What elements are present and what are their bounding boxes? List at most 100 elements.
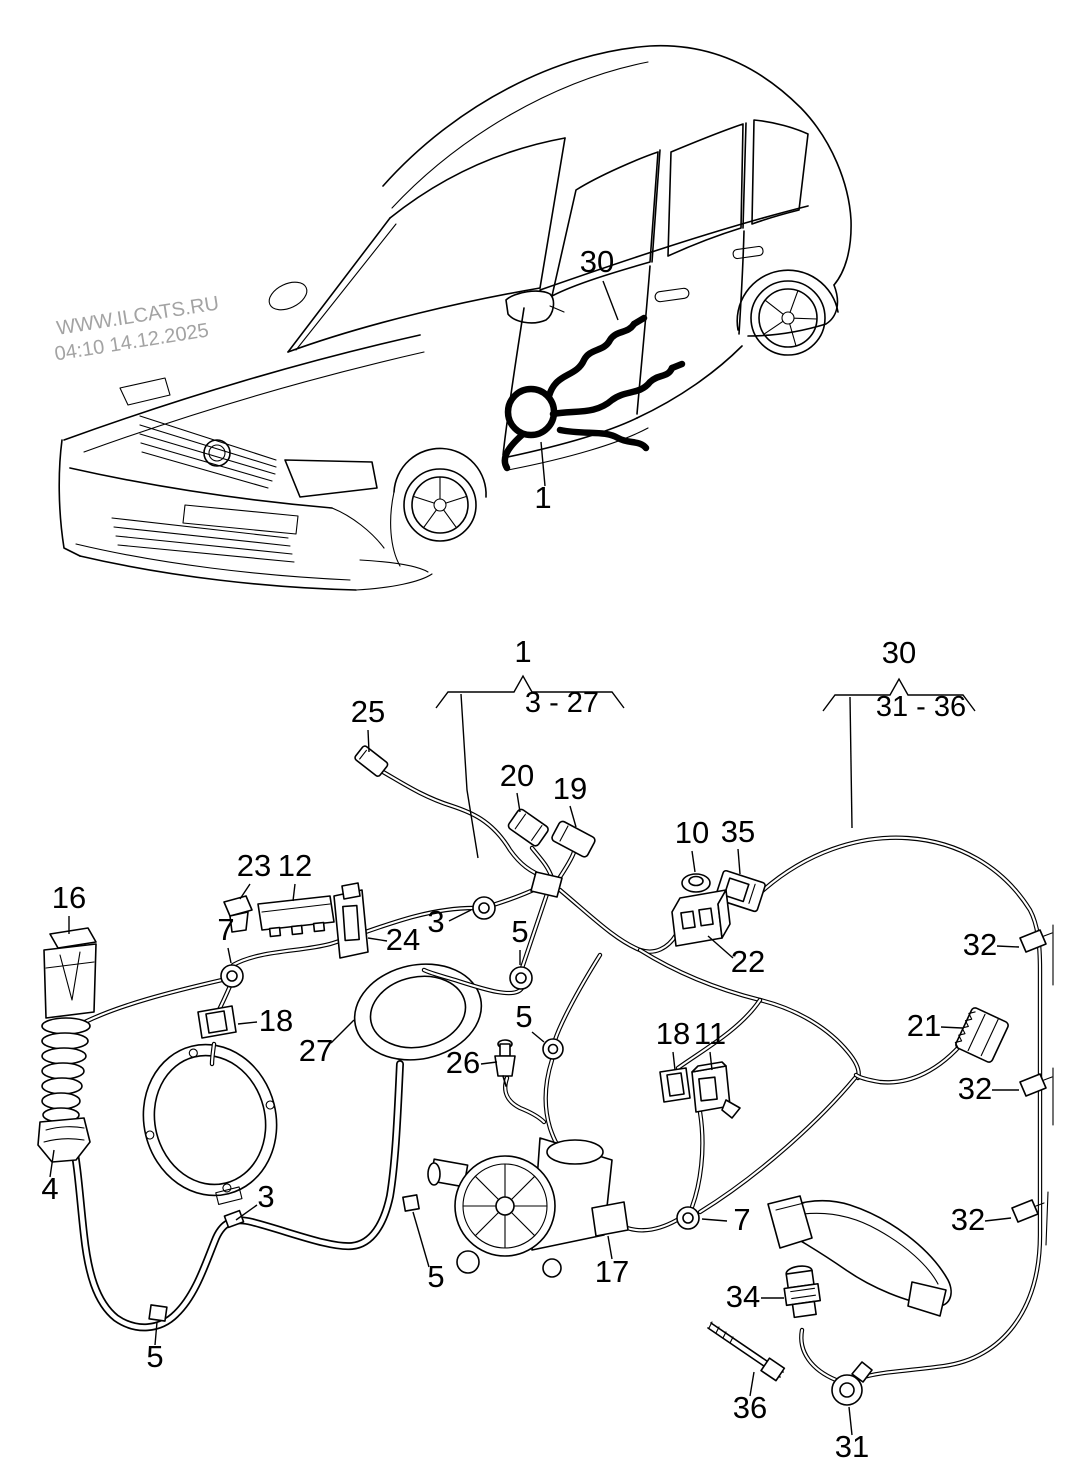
headlight (284, 459, 378, 498)
grommet-10 (681, 873, 711, 893)
callout-34-text: 34 (726, 1279, 760, 1314)
callout-12: 12 (278, 848, 312, 902)
rear-door-window (667, 123, 744, 257)
callout-3a: 3 (427, 904, 472, 939)
callout-18b-text: 18 (656, 1016, 690, 1051)
callout-27: 27 (299, 1019, 355, 1068)
callout-17-text: 17 (595, 1254, 629, 1289)
eyelet-7b (676, 1206, 700, 1230)
front-wheel (403, 468, 477, 542)
grommet-27 (353, 963, 483, 1061)
bolt-26 (494, 1039, 516, 1087)
clip-5c (402, 1194, 420, 1212)
part-34 (783, 1265, 822, 1319)
callout-20-leader (516, 792, 521, 813)
callout-7b-leader (701, 1218, 728, 1222)
callout-26: 26 (446, 1045, 498, 1080)
callout-18a-leader (237, 1021, 258, 1025)
callout-11-text: 11 (694, 1016, 726, 1051)
speaker-ring (142, 1043, 278, 1205)
callout-25: 25 (351, 694, 385, 753)
callout-10: 10 (675, 815, 709, 873)
callout-17: 17 (595, 1235, 629, 1289)
callout-21: 21 (907, 1008, 963, 1043)
corrugated-boot (41, 1017, 91, 1123)
eyelet-7a (220, 964, 244, 988)
clip-18a (197, 1005, 237, 1039)
parts-diagram: 1 3 - 27 30 31 - 36 25201910352216423127… (37, 244, 1054, 1464)
callout-20: 20 (500, 758, 534, 813)
callout-10-leader (691, 850, 696, 873)
callout-21-leader (940, 1026, 963, 1029)
callout-3a-text: 3 (427, 904, 444, 939)
clip-5d (148, 1304, 168, 1322)
callout-4: 4 (41, 1149, 59, 1206)
connector-20 (507, 808, 549, 847)
clip-32c (1011, 1199, 1045, 1223)
callout-32c: 32 (951, 1202, 1012, 1237)
callout-5b: 5 (515, 999, 545, 1043)
callout-16-text: 16 (52, 880, 86, 915)
callout-32c-leader (984, 1217, 1012, 1222)
eyelet-5b (542, 1038, 564, 1060)
callout-32a-leader (996, 945, 1020, 948)
callout-7a-leader (227, 947, 232, 964)
callout-5b-text: 5 (515, 999, 532, 1034)
callout-36: 36 (733, 1371, 767, 1425)
callout-19: 19 (553, 771, 587, 828)
callout-car-30: 30 (580, 244, 619, 321)
callout-5d-text: 5 (146, 1339, 163, 1374)
callout-4-text: 4 (41, 1171, 58, 1206)
callout-24: 24 (367, 922, 420, 957)
side-mirror (505, 290, 555, 324)
rear-door-handle (732, 245, 764, 260)
callout-36-text: 36 (733, 1390, 767, 1425)
grommet-4 (37, 1117, 91, 1163)
callout-19-text: 19 (553, 771, 587, 806)
cable-tie-36 (707, 1321, 786, 1382)
door-handle (767, 1195, 952, 1317)
callout-31-leader (848, 1406, 853, 1436)
callout-27-leader (330, 1019, 355, 1044)
callout-car-1: 1 (534, 441, 552, 515)
callout-32b: 32 (958, 1071, 1019, 1106)
callout-car-30-text: 30 (580, 244, 614, 279)
callout-27-text: 27 (299, 1033, 333, 1068)
callout-3a-leader (448, 909, 472, 922)
group-1-range: 3 - 27 (525, 687, 599, 719)
callout-34: 34 (726, 1279, 784, 1314)
clip-23 (223, 895, 253, 933)
callout-car-30-leader (602, 280, 619, 321)
callout-3b: 3 (235, 1179, 275, 1221)
callout-7a-text: 7 (217, 912, 234, 947)
callout-23: 23 (237, 848, 271, 900)
callout-32a: 32 (963, 927, 1020, 962)
callout-26-text: 26 (446, 1045, 480, 1080)
fitting-3b (223, 1209, 245, 1229)
front-door-window (551, 151, 659, 297)
callout-5b-leader (531, 1031, 545, 1043)
group-30-label: 30 (882, 635, 916, 670)
callout-35-text: 35 (721, 814, 755, 849)
callout-5c: 5 (412, 1211, 445, 1294)
callout-22-leader (707, 935, 734, 959)
callout-32c-text: 32 (951, 1202, 985, 1237)
harness-wires (82, 765, 968, 1383)
callout-11-leader (709, 1051, 713, 1071)
front-door-handle (654, 287, 690, 303)
group-30-range: 31 - 36 (876, 691, 966, 723)
callout-18a-text: 18 (259, 1003, 293, 1038)
rear-wheel (750, 280, 826, 356)
clip-32b (1019, 1073, 1053, 1097)
callout-7b: 7 (701, 1202, 751, 1237)
callout-5d-leader (154, 1321, 158, 1346)
callout-22-text: 22 (731, 944, 765, 979)
group-bracket-30: 30 31 - 36 (822, 635, 976, 829)
callout-23-text: 23 (237, 848, 271, 883)
callout-18b: 18 (656, 1016, 690, 1071)
callout-19-leader (569, 805, 577, 828)
callout-25-text: 25 (351, 694, 385, 729)
bracket-12 (257, 895, 335, 938)
